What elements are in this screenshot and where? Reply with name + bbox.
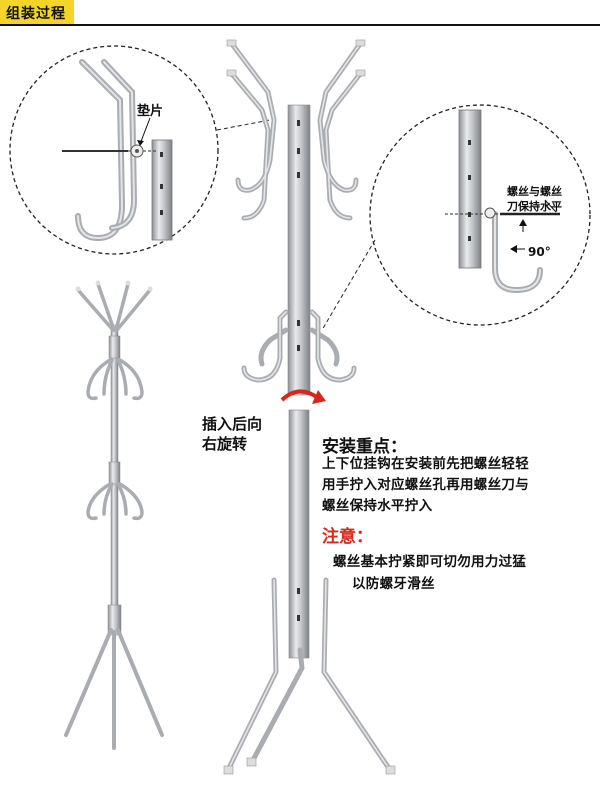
main-stand xyxy=(223,39,396,775)
rotation-note-line2: 右旋转 xyxy=(202,435,248,453)
washer-label: 垫片 xyxy=(137,104,164,119)
screw-level-label-line2: 刀保持水平 xyxy=(507,200,562,213)
rotation-note-line1: 插入后向 xyxy=(202,415,263,433)
key-points-line: 螺丝保持水平拧入 xyxy=(322,498,433,514)
washer-detail-zoom xyxy=(9,45,271,255)
key-points-line: 上下位挂钩在安装前先把螺丝轻轻 xyxy=(322,456,529,472)
caution-title: 注意： xyxy=(322,527,373,547)
header-title: 组装过程 xyxy=(6,6,66,22)
level-detail-zoom xyxy=(321,104,591,331)
caution-line: 以防螺牙滑丝 xyxy=(352,576,435,592)
key-points-title: 安装重点： xyxy=(322,437,407,457)
header-accent-tab xyxy=(0,0,74,24)
header-rule xyxy=(0,24,600,26)
screw-level-label-line1: 螺丝与螺丝 xyxy=(507,185,562,198)
caution-line: 螺丝基本拧紧即可切勿用力过猛 xyxy=(333,554,527,570)
assembled-stand xyxy=(64,280,164,750)
section-header: 组装过程 xyxy=(0,0,600,26)
key-points-line: 用手拧入对应螺丝孔再用螺丝刀与 xyxy=(322,477,529,493)
angle-label: 90° xyxy=(528,245,551,259)
